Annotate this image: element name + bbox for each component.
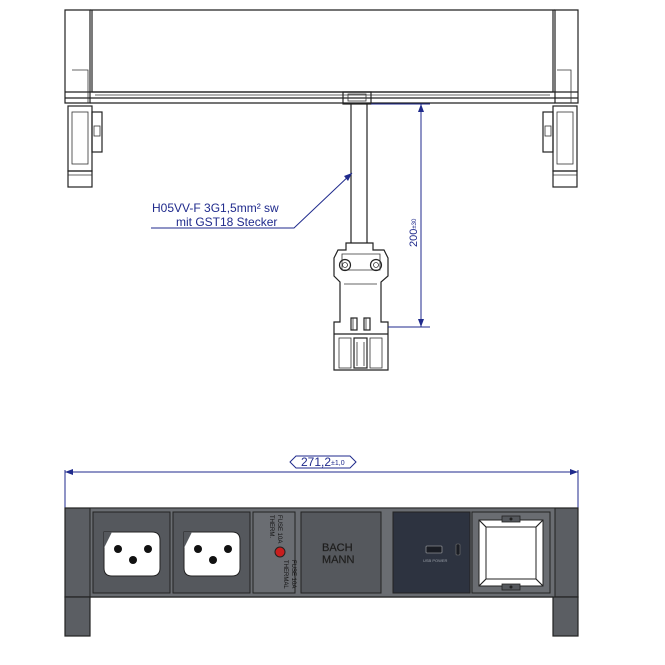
- overall-width-dimension: 271,2±1,0: [64, 455, 579, 508]
- usb-module: USB POWER: [392, 511, 471, 594]
- svg-text:271,2±1,0: 271,2±1,0: [301, 455, 345, 469]
- gst18-plug: [333, 242, 389, 371]
- brand-module: BACH MANN: [300, 511, 382, 594]
- socket-1: [92, 511, 171, 594]
- cable-length-dimension: 200±30: [371, 103, 430, 328]
- brand-line2: MANN: [322, 554, 354, 566]
- cable-exit: [342, 91, 372, 105]
- cable-note-leader: H05VV-F 3G1,5mm² sw mit GST18 Stecker: [151, 172, 353, 229]
- cable: [350, 104, 368, 243]
- fuse-label-left-2: FUSE 10A: [276, 515, 282, 543]
- cable-length-tolerance: ±30: [412, 218, 418, 229]
- fuse-label-right-2: FUSE 10A: [290, 560, 296, 588]
- socket-1-face: [103, 531, 161, 577]
- svg-text:200±30: 200±30: [408, 218, 420, 247]
- socket-1-pin-right-icon: [144, 545, 152, 553]
- screw-right-icon: [369, 258, 383, 272]
- socket-2-pin-left-icon: [194, 545, 202, 553]
- socket-1-pin-earth-icon: [129, 556, 137, 564]
- overall-width-value: 271,2: [301, 455, 331, 469]
- screw-left-icon: [338, 258, 352, 272]
- right-clamp: [542, 105, 578, 188]
- brand-line1: BACH: [322, 542, 353, 554]
- overall-width-tolerance: ±1,0: [331, 460, 345, 467]
- thermal-fuse-module: THERM. FUSE 10A THERMAL FUSE 10A: [252, 511, 296, 594]
- usb-port-icon[interactable]: [425, 545, 443, 554]
- socket-2-pin-right-icon: [224, 545, 232, 553]
- usb-label: USB POWER: [423, 558, 448, 563]
- socket-2-pin-earth-icon: [209, 556, 217, 564]
- fuse-reset-button[interactable]: [274, 546, 286, 558]
- left-clamp: [67, 105, 103, 188]
- socket-1-pin-left-icon: [114, 545, 122, 553]
- fuse-label-left: THERM.: [268, 515, 274, 538]
- fuse-label-right: THERMAL: [282, 560, 288, 589]
- top-view-housing: [64, 9, 579, 104]
- socket-2-face: [183, 531, 241, 577]
- empty-frame-module: [471, 511, 551, 594]
- socket-2: [172, 511, 251, 594]
- cable-length-value: 200: [408, 229, 420, 247]
- cable-note-line1: H05VV-F 3G1,5mm² sw: [152, 201, 279, 215]
- cable-note-line2: mit GST18 Stecker: [176, 215, 277, 229]
